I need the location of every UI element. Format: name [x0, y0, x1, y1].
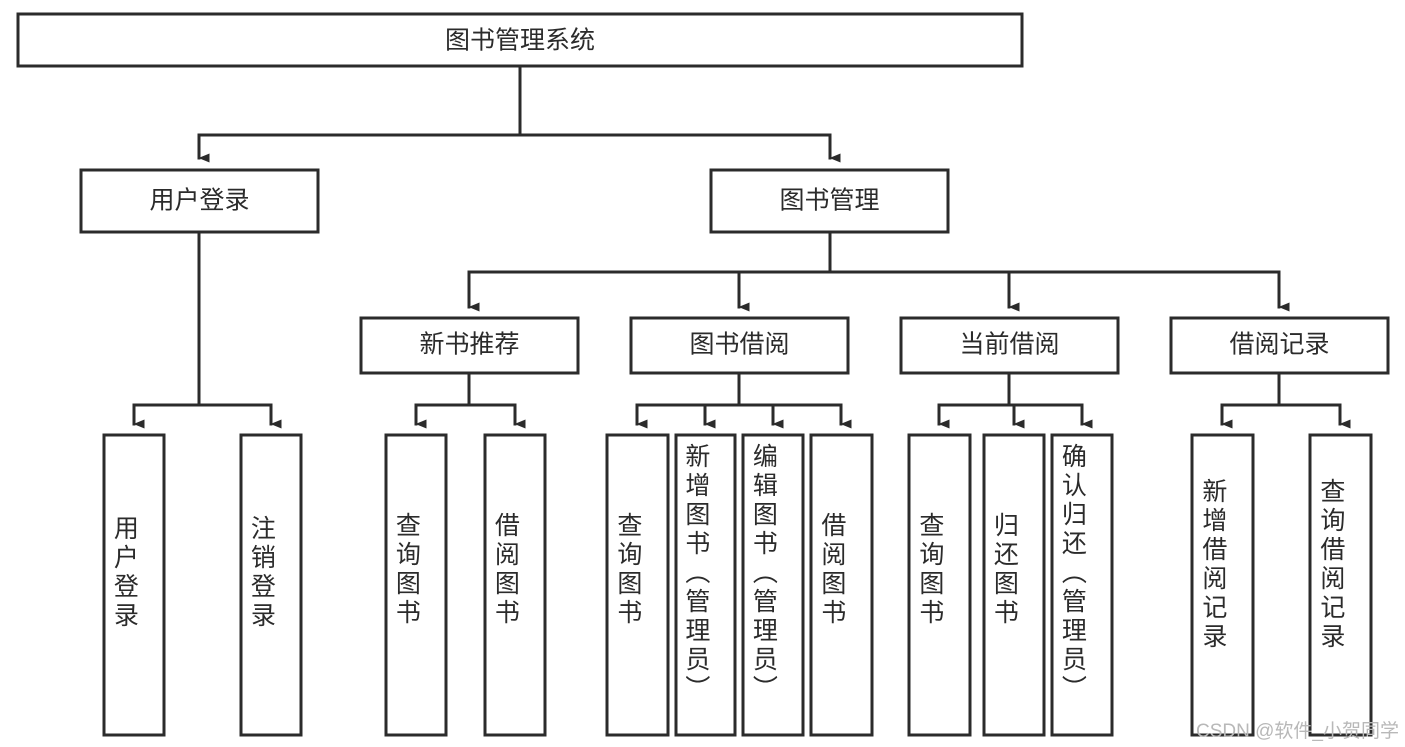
leaf-add-book-admin[interactable]: 新增图书（管理员） [674, 433, 737, 737]
node-borrow-records-box[interactable] [1169, 316, 1390, 375]
node-book-management[interactable]: 图书管理 [709, 168, 950, 234]
node-user-login-box[interactable] [79, 168, 320, 234]
leaf-edit-book-admin[interactable]: 编辑图书（管理员） [741, 433, 805, 737]
leaf-query-borrow-record[interactable]: 查询借阅记录 [1308, 433, 1373, 737]
leaf-return-book[interactable]: 归还图书 [982, 433, 1046, 737]
node-book-management-box[interactable] [709, 168, 950, 234]
connector-layer [132, 64, 1351, 429]
leaf-logout-box[interactable] [239, 433, 303, 737]
leaf-query-borrow-record-box[interactable] [1308, 433, 1373, 737]
node-current-borrow-box[interactable] [899, 316, 1120, 375]
node-user-login[interactable]: 用户登录 [79, 168, 320, 234]
leaf-borrow-book-box[interactable] [809, 433, 874, 737]
leaf-user-login[interactable]: 用户登录 [102, 433, 166, 737]
node-user-login-label: 用户登录 [149, 187, 249, 215]
node-book-borrow-label: 图书借阅 [689, 331, 789, 359]
node-new-book-recommend[interactable]: 新书推荐 [359, 316, 580, 375]
leaf-confirm-return-admin-label: 确认归还（管理员） [1058, 443, 1087, 704]
node-borrow-records[interactable]: 借阅记录 [1169, 316, 1390, 375]
leaf-borrow-book-new[interactable]: 借阅图书 [483, 433, 547, 737]
leaf-edit-book-admin-label: 编辑图书（管理员） [749, 443, 778, 704]
leaf-query-book-borrow[interactable]: 查询图书 [605, 433, 670, 737]
node-book-management-label: 图书管理 [779, 187, 879, 215]
node-new-book-recommend-box[interactable] [359, 316, 580, 375]
leaf-borrow-book-new-box[interactable] [483, 433, 547, 737]
leaf-add-borrow-record-label: 新增借阅记录 [1199, 478, 1228, 652]
leaf-return-book-label: 归还图书 [990, 512, 1019, 628]
leaf-logout[interactable]: 注销登录 [239, 433, 303, 737]
node-new-book-recommend-label: 新书推荐 [419, 331, 519, 359]
node-root-label: 图书管理系统 [445, 27, 595, 55]
node-current-borrow-label: 当前借阅 [959, 331, 1059, 359]
leaf-query-book-borrow-label: 查询图书 [614, 512, 643, 628]
leaf-borrow-book-label: 借阅图书 [818, 512, 847, 628]
leaf-add-book-admin-box[interactable] [674, 433, 737, 737]
node-root-box[interactable] [16, 12, 1024, 68]
leaf-query-book-current-box[interactable] [907, 433, 972, 737]
leaf-query-book-borrow-box[interactable] [605, 433, 670, 737]
leaf-query-book-new[interactable]: 查询图书 [384, 433, 448, 737]
leaf-query-book-current[interactable]: 查询图书 [907, 433, 972, 737]
leaf-add-book-admin-label: 新增图书（管理员） [682, 443, 711, 704]
leaf-query-book-new-label: 查询图书 [392, 512, 421, 628]
node-book-borrow[interactable]: 图书借阅 [629, 316, 850, 375]
leaf-confirm-return-admin-box[interactable] [1050, 433, 1114, 737]
leaf-user-login-label: 用户登录 [110, 515, 139, 631]
node-book-borrow-box[interactable] [629, 316, 850, 375]
node-root[interactable]: 图书管理系统 [16, 12, 1024, 68]
leaf-borrow-book[interactable]: 借阅图书 [809, 433, 874, 737]
leaf-query-borrow-record-label: 查询借阅记录 [1317, 478, 1346, 652]
leaf-query-book-new-box[interactable] [384, 433, 448, 737]
leaf-confirm-return-admin[interactable]: 确认归还（管理员） [1050, 433, 1114, 737]
node-borrow-records-label: 借阅记录 [1229, 331, 1329, 359]
leaf-borrow-book-new-label: 借阅图书 [491, 512, 520, 628]
node-current-borrow[interactable]: 当前借阅 [899, 316, 1120, 375]
leaf-return-book-box[interactable] [982, 433, 1046, 737]
leaf-query-book-current-label: 查询图书 [916, 512, 945, 628]
leaf-add-borrow-record[interactable]: 新增借阅记录 [1190, 433, 1255, 737]
leaf-logout-label: 注销登录 [247, 515, 276, 631]
leaf-edit-book-admin-box[interactable] [741, 433, 805, 737]
leaf-user-login-box[interactable] [102, 433, 166, 737]
leaf-add-borrow-record-box[interactable] [1190, 433, 1255, 737]
